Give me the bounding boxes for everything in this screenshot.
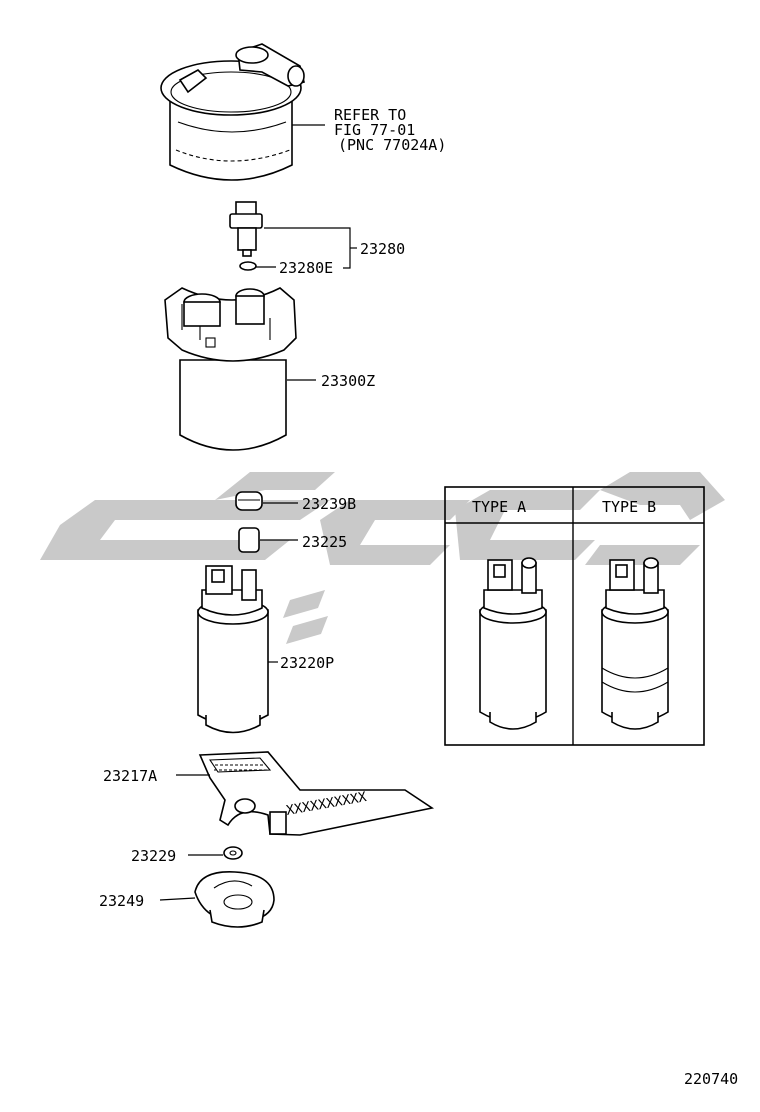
part-label-23300Z[interactable]: 23300Z — [321, 372, 375, 390]
fuel-filter-assembly — [160, 43, 305, 181]
refer-text-line3: (PNC 77024A) — [338, 136, 446, 154]
part-label-23280[interactable]: 23280 — [360, 240, 405, 258]
pump-bracket: XXXXXXXXXX — [198, 751, 435, 836]
diagram-id: 220740 — [684, 1070, 738, 1088]
part-label-23229[interactable]: 23229 — [131, 847, 176, 865]
pump-filter — [194, 871, 275, 928]
pump-cushion — [238, 527, 260, 553]
pump-grommet — [235, 491, 263, 511]
type-a-header: TYPE A — [472, 498, 526, 516]
type-b-header: TYPE B — [602, 498, 656, 516]
part-label-23225[interactable]: 23225 — [302, 533, 347, 551]
type-a-pump — [479, 557, 547, 730]
bracket-nut — [223, 846, 243, 860]
leader-lines — [159, 124, 357, 901]
part-label-23249[interactable]: 23249 — [99, 892, 144, 910]
fuel-filter-case — [164, 287, 297, 451]
fuel-pump — [197, 565, 269, 734]
refer-text-line1: REFER TO — [334, 106, 406, 124]
type-b-pump — [601, 557, 669, 730]
fuel-sender-fitting — [229, 201, 263, 271]
part-label-23220P[interactable]: 23220P — [280, 654, 334, 672]
pump-type-table: TYPE A TYPE B — [444, 486, 705, 746]
refer-text-line2: FIG 77-01 — [334, 121, 415, 139]
part-label-23239B[interactable]: 23239B — [302, 495, 356, 513]
part-label-23280E[interactable]: 23280E — [279, 259, 333, 277]
part-label-23217A[interactable]: 23217A — [103, 767, 157, 785]
